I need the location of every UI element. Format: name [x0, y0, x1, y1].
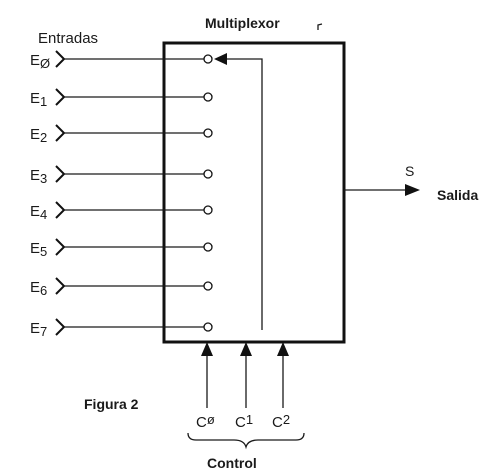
input-label: E4 — [30, 203, 47, 222]
control-letter: C — [272, 414, 283, 431]
control-brace — [187, 432, 305, 450]
input-contact — [203, 322, 213, 332]
selector-wire — [224, 58, 263, 330]
output-label: Salida — [437, 187, 478, 203]
input-contact — [203, 92, 213, 102]
control-input-label: C1 — [235, 412, 253, 431]
inputs-heading: Entradas — [38, 30, 98, 47]
control-arrowhead — [277, 342, 289, 356]
input-chevron-icon — [55, 165, 66, 183]
input-letter: E — [30, 279, 40, 296]
control-subscript: 1 — [246, 412, 253, 427]
input-subscript: 6 — [40, 283, 47, 298]
control-label: Control — [207, 455, 257, 471]
input-chevron-icon — [55, 277, 66, 295]
input-contact — [203, 128, 213, 138]
input-letter: E — [30, 320, 40, 337]
control-arrowhead — [201, 342, 213, 356]
diagram-title: Multiplexor — [205, 15, 280, 31]
input-contact — [203, 54, 213, 64]
control-line: C1 — [235, 342, 253, 431]
input-label: E3 — [30, 167, 47, 186]
control-subscript: ø — [207, 412, 215, 427]
input-chevron-icon — [55, 201, 66, 219]
input-contact — [203, 169, 213, 179]
control-letter: C — [235, 414, 246, 431]
input-subscript: 4 — [40, 207, 47, 222]
input-contact — [203, 281, 213, 291]
multiplexer-box — [162, 41, 346, 344]
control-letter: C — [196, 414, 207, 431]
output-arrowhead — [405, 184, 420, 196]
input-label: E5 — [30, 240, 47, 259]
input-subscript: 5 — [40, 244, 47, 259]
input-chevron-icon — [55, 318, 66, 336]
figure-caption: Figura 2 — [84, 396, 139, 412]
input-chevron-icon — [55, 124, 66, 142]
input-letter: E — [30, 126, 40, 143]
selector-arrowhead — [214, 53, 227, 65]
input-label: EØ — [30, 52, 50, 71]
input-subscript: Ø — [40, 56, 50, 71]
control-line: Cø — [196, 342, 215, 431]
input-label: E1 — [30, 90, 47, 109]
input-chevron-icon — [55, 50, 66, 68]
input-subscript: 3 — [40, 171, 47, 186]
input-row: E6 — [30, 277, 213, 298]
output-symbol: S — [405, 163, 414, 179]
input-label: E7 — [30, 320, 47, 339]
input-contact — [203, 205, 213, 215]
input-letter: E — [30, 90, 40, 107]
control-input-label: C2 — [272, 412, 290, 431]
control-arrowhead — [240, 342, 252, 356]
input-label: E6 — [30, 279, 47, 298]
input-row: E5 — [30, 238, 213, 259]
control-line: C2 — [272, 342, 290, 431]
input-row: EØ — [30, 50, 213, 71]
input-row: E1 — [30, 88, 213, 109]
input-letter: E — [30, 167, 40, 184]
input-subscript: 1 — [40, 94, 47, 109]
input-letter: E — [30, 203, 40, 220]
corner-tick — [317, 23, 323, 30]
input-row: E2 — [30, 124, 213, 145]
input-row: E7 — [30, 318, 213, 339]
input-letter: E — [30, 52, 40, 69]
input-letter: E — [30, 240, 40, 257]
input-chevron-icon — [55, 88, 66, 106]
control-subscript: 2 — [283, 412, 290, 427]
input-label: E2 — [30, 126, 47, 145]
input-row: E4 — [30, 201, 213, 222]
input-contact — [203, 242, 213, 252]
input-subscript: 2 — [40, 130, 47, 145]
input-subscript: 7 — [40, 324, 47, 339]
input-row: E3 — [30, 165, 213, 186]
input-chevron-icon — [55, 238, 66, 256]
control-input-label: Cø — [196, 412, 215, 431]
